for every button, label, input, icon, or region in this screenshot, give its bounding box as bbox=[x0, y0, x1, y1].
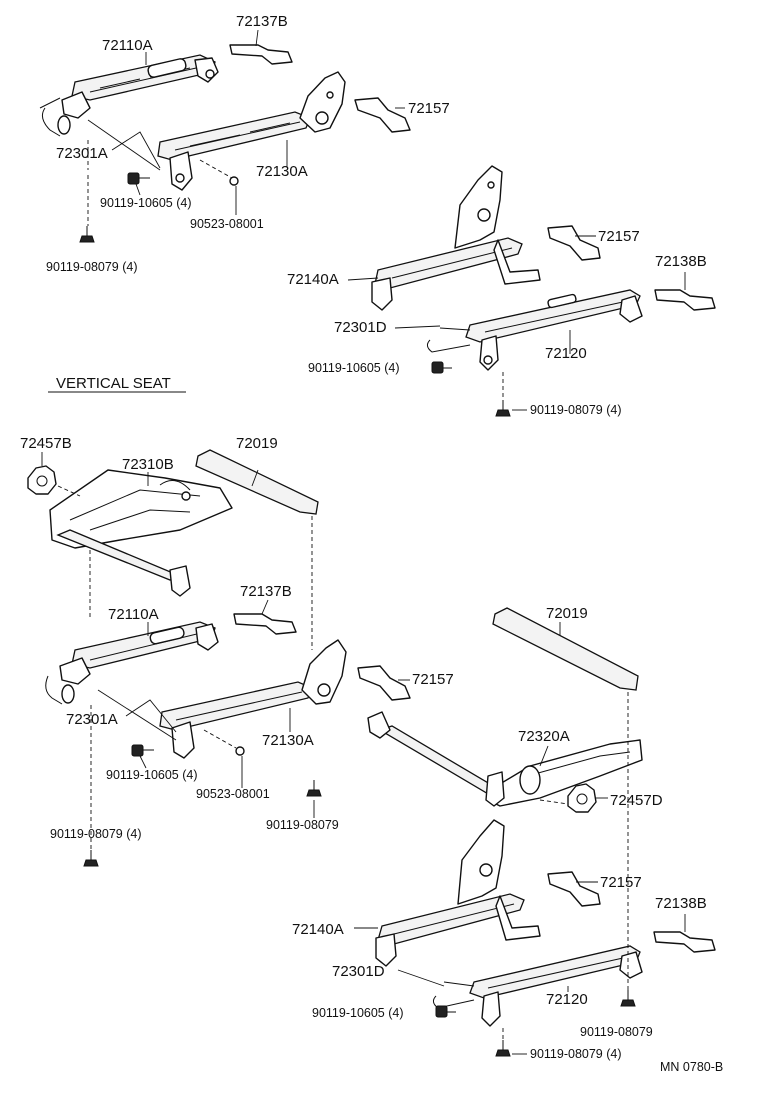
label-72140A-top: 72140A bbox=[287, 271, 339, 288]
label-90119-10605-top: 90119-10605 (4) bbox=[100, 196, 192, 210]
label-72301A-vertical: 72301A bbox=[66, 711, 118, 728]
assembly-72120-top bbox=[426, 289, 643, 371]
label-72019-left: 72019 bbox=[236, 435, 278, 452]
bolt-90119-10605-vertical-right bbox=[435, 1005, 456, 1018]
bracket-72019-left bbox=[195, 449, 319, 515]
bracket-72137B-vertical bbox=[233, 613, 297, 635]
label-72130A-top: 72130A bbox=[256, 163, 308, 180]
bracket-72019-right bbox=[492, 607, 639, 691]
knob-72457B bbox=[27, 465, 57, 495]
assembly-72140A-vertical bbox=[375, 819, 541, 967]
bracket-72157-top bbox=[354, 97, 411, 133]
bracket-72138B-vertical bbox=[653, 931, 716, 953]
bolt-90119-08079-top bbox=[79, 226, 95, 243]
label-90119-10605-mid: 90119-10605 (4) bbox=[308, 361, 400, 375]
label-72310B: 72310B bbox=[122, 456, 174, 473]
knob-72457D bbox=[567, 783, 597, 813]
label-72120-top: 72120 bbox=[545, 345, 587, 362]
label-72140A-vertical: 72140A bbox=[292, 921, 344, 938]
reference-code: MN 0780-B bbox=[660, 1060, 723, 1074]
label-72301D-vertical: 72301D bbox=[332, 963, 385, 980]
bolt-90119-08079-vertical-right-a bbox=[620, 990, 636, 1007]
label-72130A-vertical: 72130A bbox=[262, 732, 314, 749]
label-90119-10605-vertical-right: 90119-10605 (4) bbox=[312, 1006, 404, 1020]
label-90119-10605-vertical: 90119-10605 (4) bbox=[106, 768, 198, 782]
bracket-72157-vertical bbox=[357, 665, 411, 701]
bracket-72137B-top bbox=[229, 44, 293, 65]
bracket-72157-vertical-right bbox=[547, 871, 601, 907]
label-90119-08079-vertical-right-a: 90119-08079 bbox=[580, 1025, 653, 1039]
label-90119-08079-mid: 90119-08079 (4) bbox=[530, 403, 622, 417]
label-90119-08079-top: 90119-08079 (4) bbox=[46, 260, 138, 274]
label-72120-vertical: 72120 bbox=[546, 991, 588, 1008]
section-heading-vertical-seat: VERTICAL SEAT bbox=[56, 375, 171, 392]
bolt-90119-08079-vertical-center bbox=[306, 780, 322, 797]
assembly-72110A-vertical bbox=[45, 621, 219, 705]
lifter-72310B bbox=[49, 469, 233, 597]
label-72137B-top: 72137B bbox=[236, 13, 288, 30]
bolt-90119-08079-vertical-right-b bbox=[495, 1040, 511, 1057]
label-72138B-top: 72138B bbox=[655, 253, 707, 270]
label-72110A-top: 72110A bbox=[102, 37, 153, 54]
assembly-72120-vertical bbox=[432, 945, 643, 1027]
bracket-72138B-top bbox=[654, 289, 716, 311]
label-72157-vertical-right: 72157 bbox=[600, 874, 642, 891]
label-90119-08079-vertical-center: 90119-08079 bbox=[266, 818, 339, 832]
bracket-72157-mid bbox=[547, 225, 601, 261]
lifter-72320A bbox=[367, 711, 643, 807]
label-72320A: 72320A bbox=[518, 728, 570, 745]
label-72110A-vertical: 72110A bbox=[108, 606, 159, 623]
assembly-72140A-top bbox=[371, 165, 541, 311]
assembly-72130A-vertical bbox=[159, 639, 347, 759]
assembly-72130A-top bbox=[157, 71, 346, 191]
label-72157-mid: 72157 bbox=[598, 228, 640, 245]
label-90523-vertical: 90523-08001 bbox=[196, 787, 270, 801]
bolt-90119-10605-vertical bbox=[131, 744, 154, 757]
label-72457B: 72457B bbox=[20, 435, 72, 452]
label-72138B-vertical: 72138B bbox=[655, 895, 707, 912]
label-90119-08079-vertical-right-b: 90119-08079 (4) bbox=[530, 1047, 622, 1061]
label-90119-08079-vertical-left: 90119-08079 (4) bbox=[50, 827, 142, 841]
label-72157-top: 72157 bbox=[408, 100, 450, 117]
nut-90523-vertical bbox=[235, 746, 245, 756]
label-90523-top: 90523-08001 bbox=[190, 217, 264, 231]
nut-90523-top bbox=[229, 176, 239, 186]
bolt-90119-08079-vertical-left bbox=[83, 850, 99, 867]
label-72301A-top: 72301A bbox=[56, 145, 108, 162]
label-72137B-vertical: 72137B bbox=[240, 583, 292, 600]
label-72301D-top: 72301D bbox=[334, 319, 387, 336]
assembly-72110A-top bbox=[39, 54, 219, 137]
label-72457D: 72457D bbox=[610, 792, 663, 809]
bolt-90119-08079-mid bbox=[495, 400, 511, 417]
label-72019-right: 72019 bbox=[546, 605, 588, 622]
bolt-90119-10605-mid bbox=[431, 361, 452, 374]
label-72157-vertical: 72157 bbox=[412, 671, 454, 688]
bolt-90119-10605-top bbox=[127, 172, 150, 185]
